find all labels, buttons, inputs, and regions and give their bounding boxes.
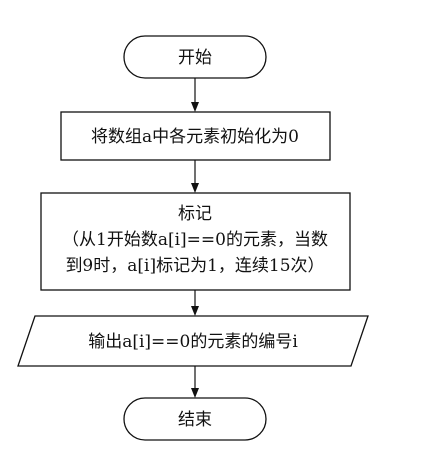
start-terminal: 开始 — [123, 35, 267, 79]
output-io-shape — [17, 315, 369, 367]
arrow-output-to-end — [191, 366, 199, 398]
mark-step-detail-line1: （从1开始数a[i]==0的元素，当数 — [62, 230, 328, 250]
mark-process-box: 标记 （从1开始数a[i]==0的元素，当数 到9时，a[i]标记为1，连续15… — [40, 192, 351, 291]
end-terminal-shape — [123, 397, 267, 441]
end-label: 结束 — [178, 410, 212, 430]
mark-step-detail-line2: 到9时，a[i]标记为1，连续15次） — [65, 256, 324, 276]
end-terminal: 结束 — [123, 397, 267, 441]
output-step-label: 输出a[i]==0的元素的编号i — [88, 332, 298, 352]
arrow-mark-to-output — [191, 290, 199, 316]
mark-step-title: 标记 — [178, 204, 212, 224]
init-process-shape — [60, 111, 331, 161]
arrow-init-to-mark — [191, 160, 199, 193]
arrow-start-to-init — [191, 78, 199, 112]
start-label: 开始 — [178, 48, 212, 68]
init-process-box: 将数组a中各元素初始化为0 — [60, 111, 331, 161]
init-step-label: 将数组a中各元素初始化为0 — [91, 127, 299, 147]
output-io-box: 输出a[i]==0的元素的编号i — [17, 315, 369, 367]
